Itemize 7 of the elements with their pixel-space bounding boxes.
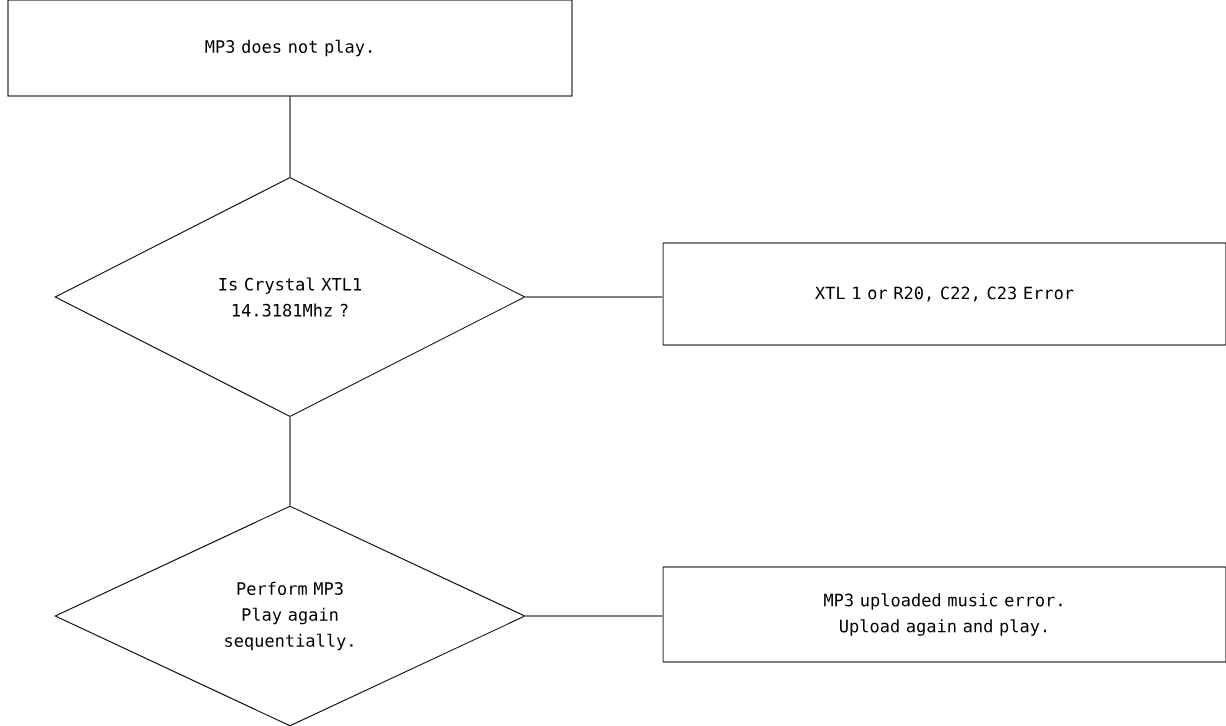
connector-line xyxy=(525,615,663,617)
process-box: MP3 uploaded music error. Upload again and play. xyxy=(662,566,1226,663)
connector-line xyxy=(289,96,291,178)
process-box: XTL 1 or R20, C22, C23 Error xyxy=(662,242,1226,346)
connector-line xyxy=(289,416,291,506)
process-box: MP3 does not play. xyxy=(7,0,573,97)
connector-line xyxy=(525,296,663,298)
